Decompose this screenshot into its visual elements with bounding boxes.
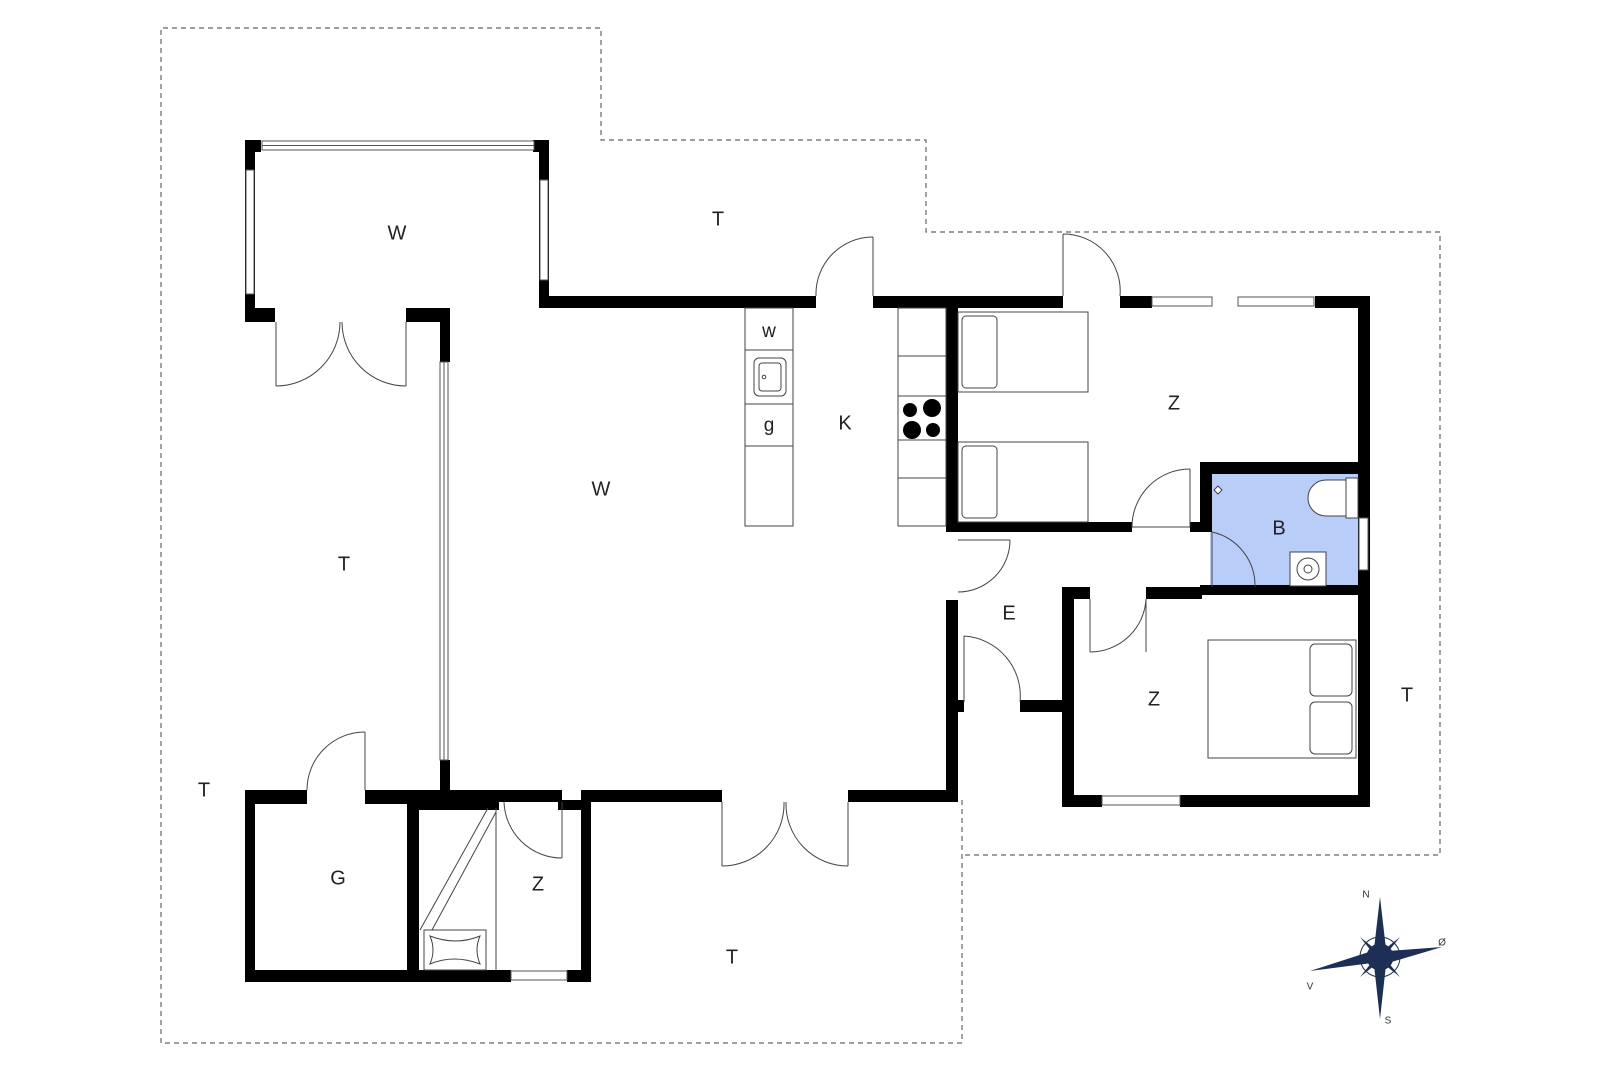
room-label-t-bottom: T	[726, 946, 738, 968]
compass-south: S	[1385, 1016, 1392, 1027]
shower-icon	[1289, 551, 1327, 587]
room-label-g-kitchen: g	[764, 415, 775, 436]
walls	[245, 140, 1370, 982]
compass-west: V	[1307, 982, 1314, 993]
room-label-t-top: T	[712, 208, 724, 230]
toilet-icon	[1307, 477, 1359, 519]
kitchen-counter	[744, 307, 947, 527]
room-label-z-bottom: Z	[532, 873, 544, 895]
room-label-w-main: W	[592, 478, 611, 500]
doors	[275, 233, 1256, 867]
room-labels: W T W w g K Z B E Z T T T G Z T	[198, 208, 1413, 968]
sink-icon	[1213, 485, 1223, 495]
room-label-t-right: T	[1401, 684, 1413, 706]
stove-icon	[903, 399, 941, 439]
compass-east: Ø	[1438, 938, 1446, 949]
room-label-w-top: W	[388, 222, 407, 244]
bed-icon	[1207, 639, 1357, 759]
room-label-g-bottom: G	[330, 867, 346, 889]
windows	[245, 140, 1369, 981]
room-label-k-kitchen: K	[838, 412, 852, 434]
room-label-w-kitchen: w	[761, 321, 776, 342]
compass-north: N	[1362, 890, 1369, 901]
room-label-e-entry: E	[1002, 602, 1015, 624]
compass-rose: N S Ø V	[1307, 890, 1446, 1027]
terrace-boundary	[160, 27, 1441, 1044]
room-label-t-outer-left: T	[198, 779, 210, 801]
storage-stairs	[419, 807, 497, 971]
room-label-z-top-right: Z	[1168, 392, 1180, 414]
room-label-z-right: Z	[1148, 688, 1160, 710]
room-label-b-bath: B	[1272, 517, 1285, 539]
bed-icon	[957, 311, 1089, 523]
room-label-t-left: T	[338, 553, 350, 575]
